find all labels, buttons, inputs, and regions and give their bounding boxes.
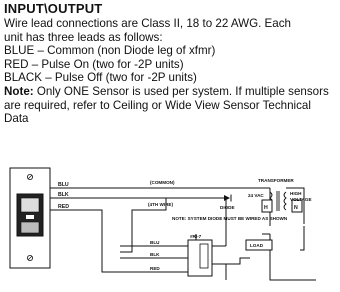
- high-voltage-label-2: VOLTAGE: [290, 197, 312, 202]
- wiring-diagram: BLU BLK RED: [9, 167, 316, 281]
- load-box: [245, 239, 273, 251]
- terminal-h: [261, 199, 273, 213]
- fourth-wire-label: (4TH WIRE): [148, 202, 173, 207]
- relay-label: #RI-7: [190, 234, 202, 239]
- voltage-24-label: 24 VAC: [248, 193, 264, 198]
- relay-box: [187, 234, 213, 277]
- diode-label: DIODE: [220, 205, 235, 210]
- lead-label-blk: BLK: [58, 192, 69, 198]
- section-heading: INPUT\OUTPUT: [4, 1, 103, 16]
- common-label: (COMMON): [150, 180, 175, 185]
- high-voltage-label-1: HIGH: [290, 191, 302, 196]
- diode-symbol: [224, 194, 232, 202]
- note-text: Only ONE Sensor is used per system. If m…: [4, 84, 329, 126]
- load-label: LOAD: [250, 243, 264, 248]
- wiring-lines: [72, 187, 316, 281]
- wall-sensor: [9, 167, 51, 269]
- section-line-2: unit has three leads as follows:: [4, 30, 163, 44]
- note-label: Note:: [4, 84, 34, 98]
- lead-label-red: RED: [58, 204, 69, 210]
- section-line-blue: BLUE – Common (non Diode leg of xfmr): [4, 44, 216, 58]
- relay-lead-blk: BLK: [150, 252, 160, 257]
- relay-lead-red: RED: [150, 266, 160, 271]
- terminal-h-label: H: [264, 205, 268, 211]
- section-line-black: BLACK – Pulse Off (two for -2P units): [4, 71, 197, 85]
- terminal-n: [291, 199, 303, 213]
- terminal-n-label: N: [294, 205, 298, 211]
- note-paragraph: Note: Only ONE Sensor is used per system…: [4, 85, 338, 126]
- section-line-red: RED – Pulse On (two for -2P units): [4, 57, 184, 71]
- transformer-label: TRANSFORMER: [258, 178, 294, 183]
- relay-lead-blu: BLU: [150, 240, 160, 245]
- diode-note: NOTE: SYSTEM DIODE MUST BE WIRED AS SHOW…: [172, 216, 288, 221]
- sensor-leads: BLU BLK RED: [50, 182, 72, 211]
- section-line-1: Wire lead connections are Class II, 18 t…: [4, 17, 291, 30]
- lead-label-blu: BLU: [58, 182, 69, 188]
- input-output-section: INPUT\OUTPUT Wire lead connections are C…: [4, 2, 338, 126]
